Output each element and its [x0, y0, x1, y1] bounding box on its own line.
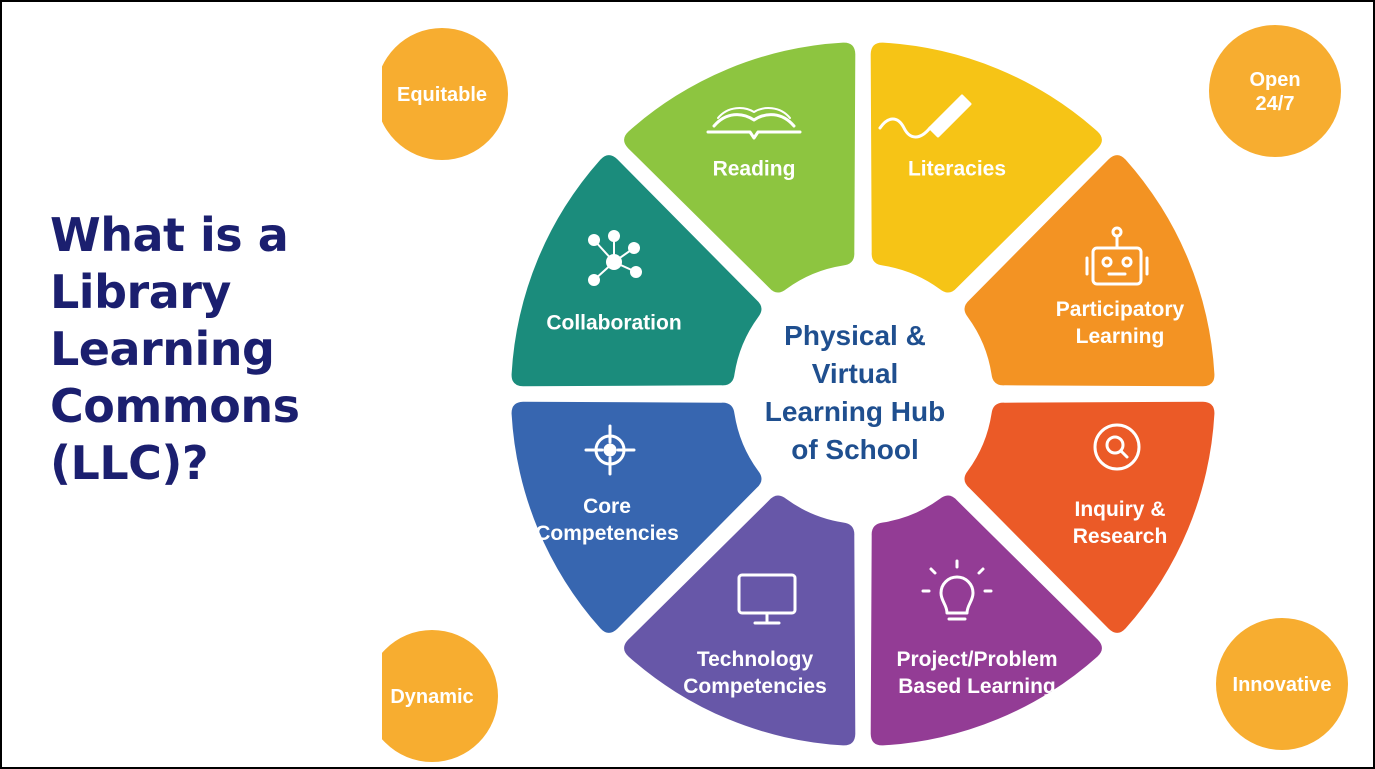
- hub-label: of School: [791, 434, 919, 465]
- robot-icon: [1085, 226, 1149, 286]
- segment-participatory-learning: [964, 155, 1215, 387]
- badge-dynamic: [382, 630, 498, 762]
- segment-label-collaboration: Collaboration: [546, 311, 681, 334]
- target-icon: [584, 424, 636, 476]
- title-line: Learning: [50, 322, 275, 376]
- segment-label-core-competencies: Core: [583, 495, 631, 518]
- badge-label-dynamic: Dynamic: [390, 686, 473, 708]
- slide-title: What is a Library Learning Commons (LLC)…: [50, 207, 380, 492]
- segment-label-technology-competencies: Competencies: [683, 675, 827, 698]
- segment-label-core-competencies: Competencies: [535, 522, 679, 545]
- segment-project-problem-based-learning: [870, 495, 1102, 746]
- title-line: (LLC)?: [50, 436, 209, 490]
- hub-label: Physical &: [784, 320, 926, 351]
- badge-label-innovative: Innovative: [1233, 674, 1332, 696]
- title-line: Commons: [50, 379, 300, 433]
- badge-open-24-7: [1209, 25, 1341, 157]
- segment-inquiry-research: [964, 401, 1215, 633]
- network-icon: [588, 230, 642, 286]
- segment-label-inquiry-research: Research: [1073, 525, 1168, 548]
- title-line: Library: [50, 265, 231, 319]
- badge-label-open-24-7: Open: [1249, 69, 1300, 91]
- hub-label: Learning Hub: [765, 396, 945, 427]
- segment-label-project-problem-based-learning: Project/Problem: [896, 648, 1057, 671]
- segment-literacies: [870, 42, 1102, 293]
- book-icon: [706, 107, 802, 140]
- segment-label-literacies: Literacies: [908, 157, 1006, 180]
- segment-label-participatory-learning: Learning: [1076, 325, 1165, 348]
- segment-core-competencies: [511, 401, 762, 633]
- segment-technology-competencies: [624, 495, 856, 746]
- monitor-icon: [737, 573, 797, 625]
- segment-label-participatory-learning: Participatory: [1056, 298, 1185, 321]
- segment-label-technology-competencies: Technology: [697, 648, 814, 671]
- segment-label-inquiry-research: Inquiry &: [1074, 498, 1165, 521]
- segment-label-project-problem-based-learning: Based Learning: [898, 675, 1056, 698]
- segment-reading: [624, 42, 856, 293]
- hub-label: Virtual: [812, 358, 899, 389]
- magnifier-icon: [1093, 423, 1141, 471]
- badge-label-equitable: Equitable: [397, 84, 487, 106]
- title-line: What is a: [50, 208, 289, 262]
- pencil-icon: [878, 94, 972, 139]
- lightbulb-icon: [921, 559, 993, 621]
- badge-label-open-24-7: 24/7: [1256, 93, 1295, 115]
- badge-innovative: [1216, 618, 1348, 750]
- badge-equitable: [382, 28, 508, 160]
- segment-label-reading: Reading: [713, 157, 796, 180]
